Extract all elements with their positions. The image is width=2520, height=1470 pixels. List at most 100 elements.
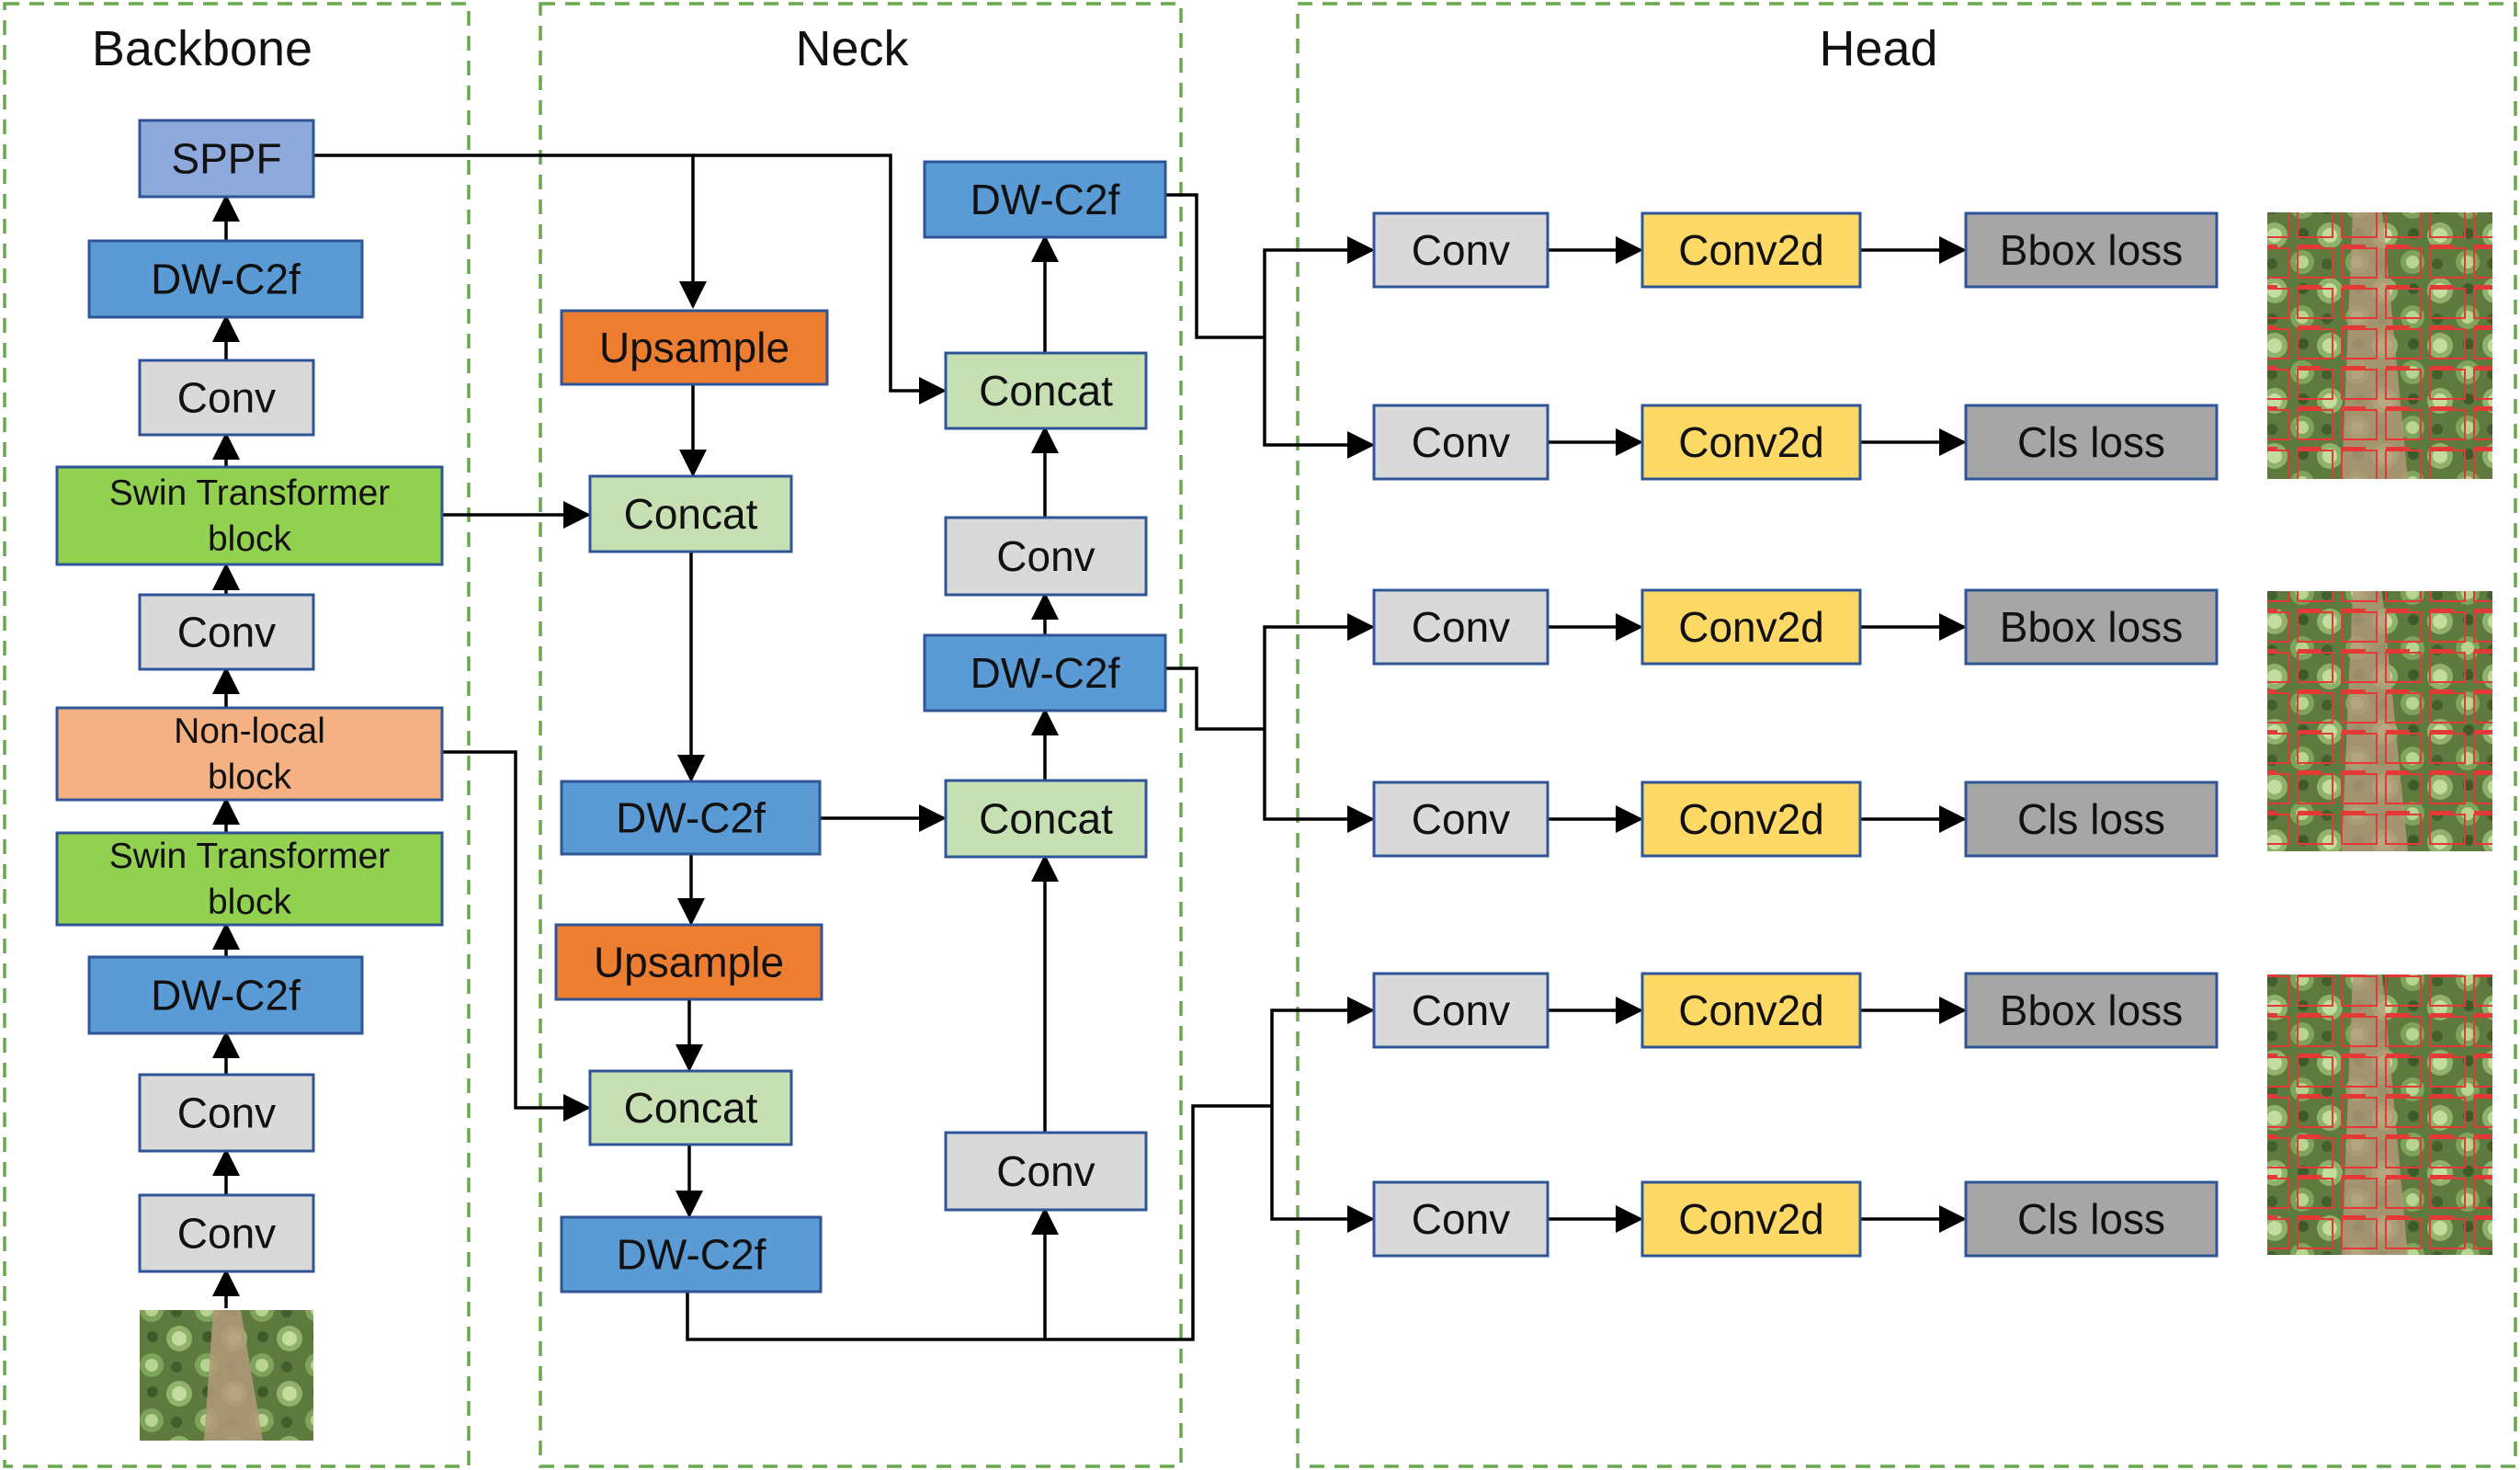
backbone-dw-c2f-top-block: DW-C2f xyxy=(87,239,364,319)
connection-lines xyxy=(212,154,1967,1341)
head-frame xyxy=(1296,2,2517,1468)
neck-concat-right-top-block: Concat xyxy=(944,351,1148,430)
head-row5-loss-label: Bbox loss xyxy=(2000,986,2183,1034)
backbone-conv-bottom-label: Conv xyxy=(177,1210,276,1258)
backbone-conv-top-block: Conv xyxy=(138,359,315,437)
head-row3-conv-box xyxy=(1372,588,1549,666)
head-row4-loss-block: Cls loss xyxy=(1964,781,2219,858)
head-row4-conv-block: Conv xyxy=(1372,781,1549,858)
neck-concat-top-block: Concat xyxy=(588,474,793,553)
head-title: Head xyxy=(1819,21,1937,76)
head-row4-conv-label: Conv xyxy=(1412,795,1510,843)
neck-upsample-bottom-label: Upsample xyxy=(594,939,784,986)
neck-dw-c2f-right-top-box xyxy=(923,160,1167,239)
backbone-swin-top-box xyxy=(55,465,444,566)
neck-concat-right-mid-label: Concat xyxy=(979,795,1113,843)
head-row5-conv-label: Conv xyxy=(1412,986,1510,1034)
head-row6-conv-block: Conv xyxy=(1372,1180,1549,1258)
input-image xyxy=(140,1310,313,1441)
wire-sppf-to-upsample xyxy=(313,154,707,309)
neck-dw-c2f-right-top-block: DW-C2f xyxy=(923,160,1167,239)
neck-dw-c2f-right-mid-block: DW-C2f xyxy=(923,633,1167,712)
backbone-title: Backbone xyxy=(92,21,312,76)
head-row5-loss-box xyxy=(1964,972,2219,1049)
neck-conv-right-bottom-box xyxy=(944,1131,1148,1212)
head-row2-loss-label: Cls loss xyxy=(2017,418,2165,466)
head-row4-conv2d-block: Conv2d xyxy=(1640,781,1862,858)
head-row1-conv-label: Conv xyxy=(1412,226,1510,274)
neck-concat-bottom-block: Concat xyxy=(588,1069,793,1146)
head-row5-conv2d-label: Conv2d xyxy=(1678,986,1824,1034)
head-row4-conv2d-label: Conv2d xyxy=(1678,795,1824,843)
head-row5-conv-box xyxy=(1372,972,1549,1049)
head-row4-loss-label: Cls loss xyxy=(2017,795,2165,843)
wire-neck-mid-to-head xyxy=(1165,667,1265,731)
head-row5-loss-block: Bbox loss xyxy=(1964,972,2219,1049)
neck-dw-c2f-mid-box xyxy=(560,780,822,856)
neck-conv-right-top-box xyxy=(944,516,1148,597)
head-row3-conv2d-box xyxy=(1640,588,1862,666)
head-row3-conv-label: Conv xyxy=(1412,603,1510,651)
head-row1-loss-label: Bbox loss xyxy=(2000,226,2183,274)
neck-conv-right-bottom-label: Conv xyxy=(996,1147,1095,1195)
head-row6-conv-box xyxy=(1372,1180,1549,1258)
head-row1-conv2d-box xyxy=(1640,211,1862,289)
backbone-sppf-label: SPPF xyxy=(171,135,281,183)
head-row2-conv2d-block: Conv2d xyxy=(1640,404,1862,481)
wire-branch-4 xyxy=(1263,729,1375,833)
backbone-conv-lower-box xyxy=(138,1073,315,1153)
head-row2-loss-block: Cls loss xyxy=(1964,404,2219,481)
head-row6-conv2d-box xyxy=(1640,1180,1862,1258)
backbone-conv-bottom-block: Conv xyxy=(138,1193,315,1273)
neck-concat-right-mid-block: Concat xyxy=(944,779,1148,859)
neck-upsample-top-label: Upsample xyxy=(599,324,789,371)
head-row6-loss-box xyxy=(1964,1180,2219,1258)
backbone-swin-bottom-box xyxy=(55,831,444,927)
neck-upsample-bottom-box xyxy=(554,923,823,1001)
head-row4-conv2d-box xyxy=(1640,781,1862,858)
wire-dwc2f-bottom xyxy=(686,1104,1272,1341)
neck-dw-c2f-right-mid-label: DW-C2f xyxy=(971,649,1120,697)
head-row3-loss-label: Bbox loss xyxy=(2000,603,2183,651)
neck-dw-c2f-right-mid-box xyxy=(923,633,1167,712)
head-row2-loss-box xyxy=(1964,404,2219,481)
head-row2-conv-block: Conv xyxy=(1372,404,1549,481)
neck-concat-top-box xyxy=(588,474,793,553)
backbone-conv-lower-label: Conv xyxy=(177,1089,276,1137)
output-image-small xyxy=(2267,974,2492,1255)
neck-title: Neck xyxy=(795,21,909,76)
backbone-conv-bottom-box xyxy=(138,1193,315,1273)
neck-dw-c2f-bottom-box xyxy=(560,1215,823,1293)
backbone-conv-mid-box xyxy=(138,593,315,671)
head-row1-loss-box xyxy=(1964,211,2219,289)
backbone-conv-top-box xyxy=(138,359,315,437)
backbone-sppf-block: SPPF xyxy=(138,119,315,199)
wire-branch-3 xyxy=(1263,613,1375,729)
head-row4-loss-box xyxy=(1964,781,2219,858)
neck-upsample-top-box xyxy=(560,309,829,386)
neck-conv-right-top-label: Conv xyxy=(996,532,1095,580)
head-row6-loss-block: Cls loss xyxy=(1964,1180,2219,1258)
neck-concat-right-top-box xyxy=(944,351,1148,430)
backbone-dw-c2f-bottom-box xyxy=(87,955,364,1035)
backbone-dw-c2f-top-box xyxy=(87,239,364,319)
neck-concat-right-top-label: Concat xyxy=(979,367,1113,415)
head-row3-conv2d-block: Conv2d xyxy=(1640,588,1862,666)
head-row6-conv2d-label: Conv2d xyxy=(1678,1195,1824,1243)
neck-dw-c2f-bottom-block: DW-C2f xyxy=(560,1215,823,1293)
head-row6-conv2d-block: Conv2d xyxy=(1640,1180,1862,1258)
head-row5-conv2d-block: Conv2d xyxy=(1640,972,1862,1049)
neck-frame xyxy=(539,2,1183,1468)
wire-branch-6 xyxy=(1270,1106,1375,1233)
head-row2-conv-label: Conv xyxy=(1412,418,1510,466)
head-row1-conv2d-label: Conv2d xyxy=(1678,226,1824,274)
wire-branch-2 xyxy=(1263,337,1375,459)
head-row5-conv2d-box xyxy=(1640,972,1862,1049)
backbone-dw-c2f-top-label: DW-C2f xyxy=(151,256,301,303)
head-row1-conv2d-block: Conv2d xyxy=(1640,211,1862,289)
wire-branch-1 xyxy=(1263,236,1375,337)
